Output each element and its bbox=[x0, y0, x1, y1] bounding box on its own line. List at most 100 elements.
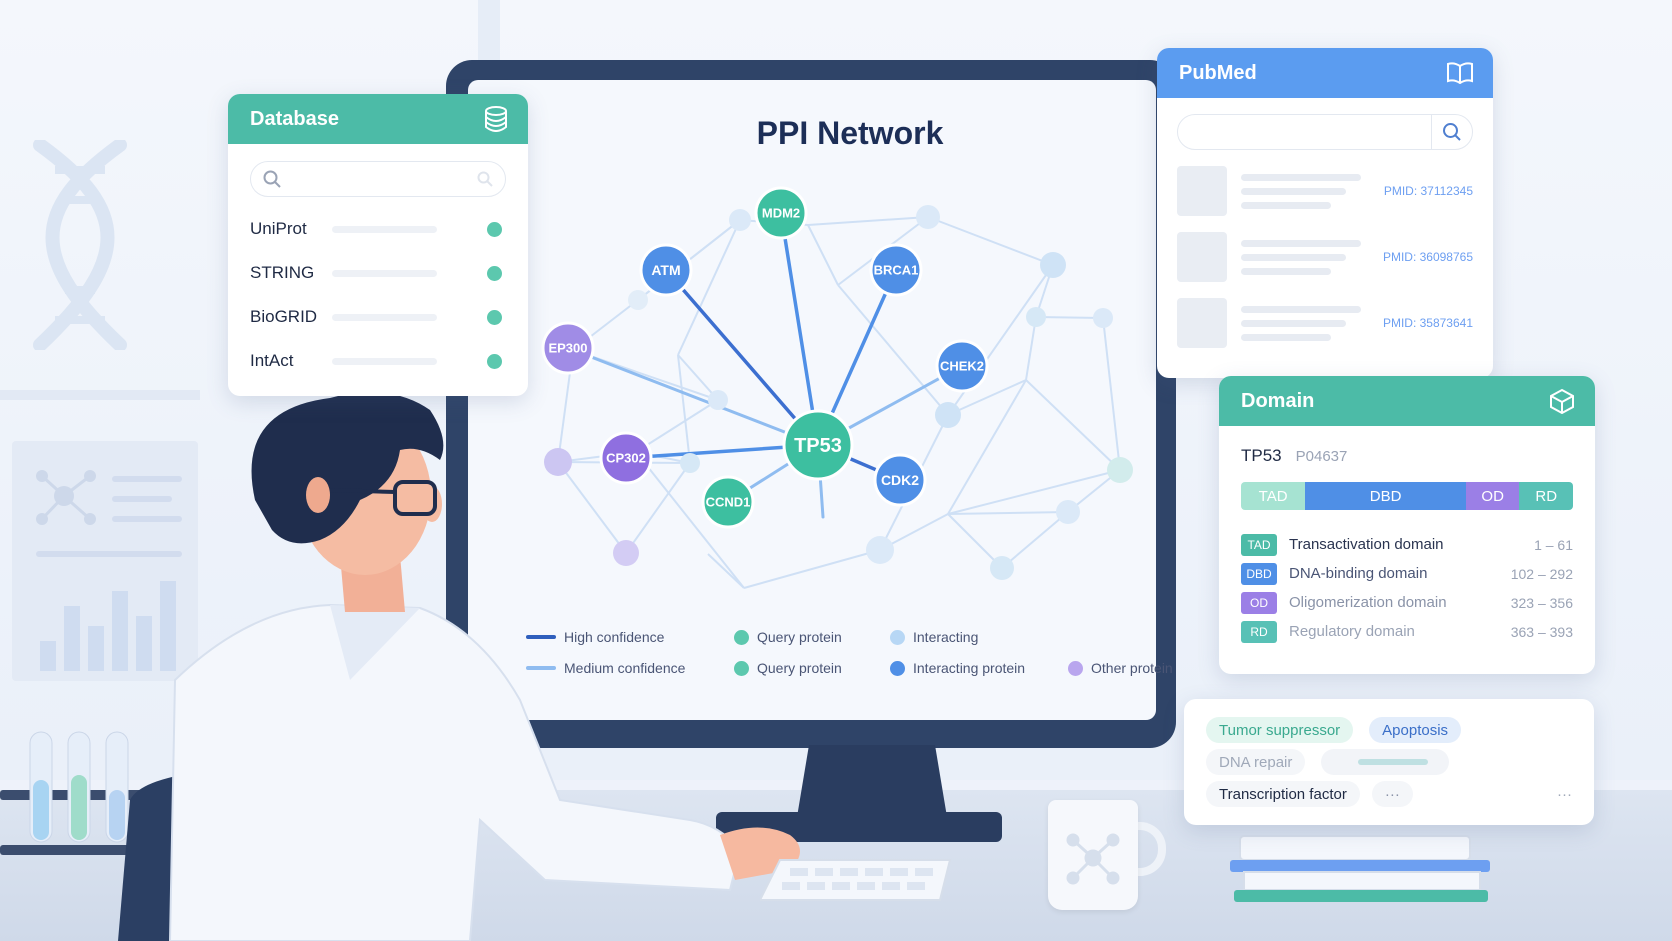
status-dot bbox=[487, 353, 502, 369]
network-title: PPI Network bbox=[756, 115, 944, 151]
domain-segment-tad[interactable]: TAD bbox=[1241, 482, 1306, 510]
domain-row[interactable]: TAD Transactivation domain 1 – 61 bbox=[1219, 530, 1595, 559]
network-node-label: CP302 bbox=[606, 451, 646, 466]
pubmed-thumbnail bbox=[1177, 298, 1227, 348]
pubmed-pmid[interactable]: PMID: 36098765 bbox=[1382, 250, 1473, 264]
tag-chip-transcription-factor[interactable]: Transcription factor bbox=[1206, 781, 1360, 807]
cube-icon[interactable] bbox=[1549, 388, 1575, 414]
pubmed-search-button[interactable] bbox=[1431, 114, 1462, 150]
domain-range: 363 – 393 bbox=[1510, 623, 1573, 640]
network-node-cp302[interactable] bbox=[599, 431, 653, 485]
pubmed-thumbnail bbox=[1177, 166, 1227, 216]
legend-swatch bbox=[526, 666, 556, 670]
database-item-string[interactable]: STRING bbox=[228, 251, 528, 295]
dna-helix-icon bbox=[33, 140, 127, 350]
legend-swatch bbox=[890, 629, 905, 645]
pubmed-panel-header: PubMed bbox=[1157, 48, 1493, 98]
pubmed-result[interactable]: PMID: 37112345 bbox=[1157, 158, 1493, 224]
legend-item: Interacting protein bbox=[890, 660, 1025, 676]
domain-tag: RD bbox=[1241, 620, 1277, 643]
protein-name: TP53 bbox=[1241, 446, 1282, 465]
test-tubes-icon bbox=[0, 731, 160, 855]
database-search-input[interactable] bbox=[250, 161, 506, 197]
legend-label: Query protein bbox=[757, 660, 842, 676]
coffee-mug bbox=[1048, 800, 1138, 910]
network-node-atm[interactable] bbox=[639, 243, 693, 297]
legend-item: High confidence bbox=[526, 629, 664, 645]
domain-name: Regulatory domain bbox=[1289, 623, 1415, 640]
database-item-bar bbox=[332, 313, 437, 321]
domain-architecture-bar[interactable]: TAD DBD OD RD bbox=[1241, 482, 1573, 510]
tag-chip-tumor-suppressor[interactable]: Tumor suppressor bbox=[1206, 717, 1354, 743]
network-node-brca1[interactable] bbox=[869, 243, 923, 297]
domain-segment-dbd[interactable]: DBD bbox=[1305, 482, 1466, 510]
database-item-label: STRING bbox=[250, 263, 315, 282]
network-node-chek2[interactable] bbox=[935, 339, 989, 393]
database-item-uniprot[interactable]: UniProt bbox=[228, 207, 528, 251]
pubmed-result[interactable]: PMID: 36098765 bbox=[1157, 224, 1493, 290]
pubmed-pmid[interactable]: PMID: 37112345 bbox=[1383, 184, 1473, 198]
database-panel-title: Database bbox=[250, 107, 339, 130]
domain-range: 323 – 356 bbox=[1510, 594, 1573, 611]
domain-row[interactable]: RD Regulatory domain 363 – 393 bbox=[1219, 617, 1595, 646]
legend-item: Other protein bbox=[1068, 660, 1173, 676]
book-icon[interactable] bbox=[1447, 62, 1473, 84]
database-item-intact[interactable]: IntAct bbox=[228, 339, 528, 383]
pubmed-pmid[interactable]: PMID: 35873641 bbox=[1382, 316, 1473, 330]
domain-tag: DBD bbox=[1241, 562, 1277, 585]
database-item-biogrid[interactable]: BioGRID bbox=[228, 295, 528, 339]
more-tags-button[interactable]: ··· bbox=[1371, 781, 1413, 807]
domain-row[interactable]: OD Oligomerization domain 323 – 356 bbox=[1219, 588, 1595, 617]
network-node-cdk2[interactable] bbox=[873, 453, 927, 507]
network-node-ep300[interactable] bbox=[541, 321, 595, 375]
database-icon[interactable] bbox=[484, 106, 508, 132]
domain-segment-rd[interactable]: RD bbox=[1519, 482, 1573, 510]
legend-label: Interacting protein bbox=[913, 660, 1026, 676]
database-item-bar bbox=[332, 225, 437, 233]
status-dot bbox=[487, 309, 502, 325]
protein-accession: P04637 bbox=[1295, 448, 1348, 465]
mug-handle bbox=[1128, 822, 1166, 876]
database-item-label: BioGRID bbox=[250, 307, 318, 326]
domain-row[interactable]: DBD DNA-binding domain 102 – 292 bbox=[1219, 559, 1595, 588]
keyboard bbox=[760, 859, 952, 901]
network-node-ccnd1[interactable] bbox=[701, 475, 755, 529]
pubmed-text-placeholder bbox=[1241, 233, 1361, 282]
background-pillar bbox=[478, 0, 500, 60]
pubmed-search-input[interactable] bbox=[1177, 114, 1473, 150]
database-item-bar bbox=[332, 269, 437, 277]
domain-segment-od[interactable]: OD bbox=[1465, 482, 1520, 510]
domain-panel-title: Domain bbox=[1241, 389, 1315, 412]
domain-name: Transactivation domain bbox=[1289, 536, 1444, 553]
pubmed-result-list: PMID: 37112345 PMID: 36098765 PMID: 3587… bbox=[1157, 158, 1493, 356]
domain-panel: Domain TP53 P04637 TAD DBD OD RD TAD Tra… bbox=[1219, 376, 1595, 674]
domain-range: 102 – 292 bbox=[1510, 565, 1573, 582]
more-options-button[interactable]: ··· bbox=[1557, 785, 1572, 803]
network-node-mdm2[interactable] bbox=[754, 186, 808, 240]
domain-name: Oligomerization domain bbox=[1289, 594, 1447, 611]
database-item-label: UniProt bbox=[250, 219, 307, 238]
legend-item: Medium confidence bbox=[526, 660, 685, 676]
database-item-bar bbox=[332, 357, 437, 365]
domain-range: 1 – 61 bbox=[1534, 536, 1573, 553]
legend-label: Query protein bbox=[757, 629, 842, 645]
monitor-stand bbox=[797, 745, 947, 817]
network-node-label: CCND1 bbox=[706, 495, 751, 510]
database-panel: Database UniProt STRING bbox=[228, 94, 528, 396]
domain-name: DNA-binding domain bbox=[1289, 565, 1428, 582]
network-node-tp53[interactable] bbox=[782, 409, 854, 481]
legend-label: Other protein bbox=[1091, 660, 1173, 676]
legend-swatch bbox=[734, 660, 749, 676]
database-list: UniProt STRING BioGRID IntAct bbox=[228, 207, 528, 383]
status-dot bbox=[487, 265, 502, 281]
status-dot bbox=[487, 221, 502, 237]
legend-item: Query protein bbox=[734, 629, 842, 645]
tag-chip-apoptosis[interactable]: Apoptosis bbox=[1369, 717, 1462, 743]
search-icon bbox=[1443, 123, 1461, 141]
database-panel-header: Database bbox=[228, 94, 528, 144]
legend-swatch bbox=[1068, 660, 1083, 676]
legend-item: Query protein bbox=[734, 660, 842, 676]
pubmed-result[interactable]: PMID: 35873641 bbox=[1157, 290, 1493, 356]
tag-chip-dna-repair[interactable]: DNA repair bbox=[1206, 749, 1306, 775]
